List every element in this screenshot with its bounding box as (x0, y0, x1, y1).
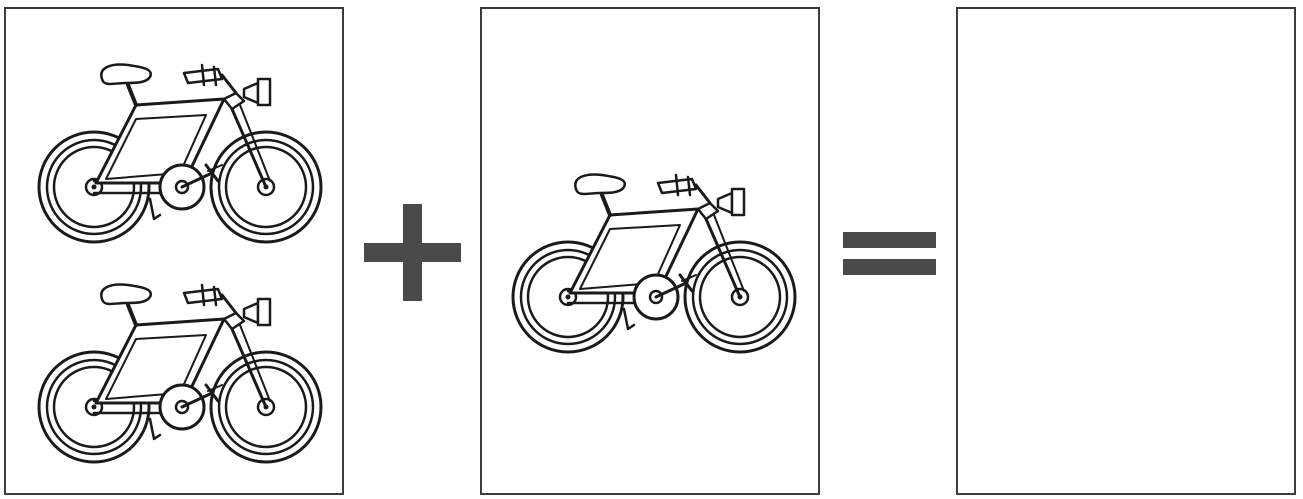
bicycle-icon (32, 49, 320, 225)
bicycle-icon (32, 269, 320, 445)
equals-bottom-bar (843, 259, 936, 275)
equals-top-bar (843, 232, 936, 248)
equals-icon (843, 232, 936, 275)
plus-vertical-bar (403, 204, 422, 301)
panel-middle (480, 7, 820, 495)
panel-answer-blank[interactable] (956, 7, 1296, 495)
bicycle-icon (506, 159, 794, 335)
panel-left (4, 7, 344, 495)
plus-icon (364, 204, 461, 301)
